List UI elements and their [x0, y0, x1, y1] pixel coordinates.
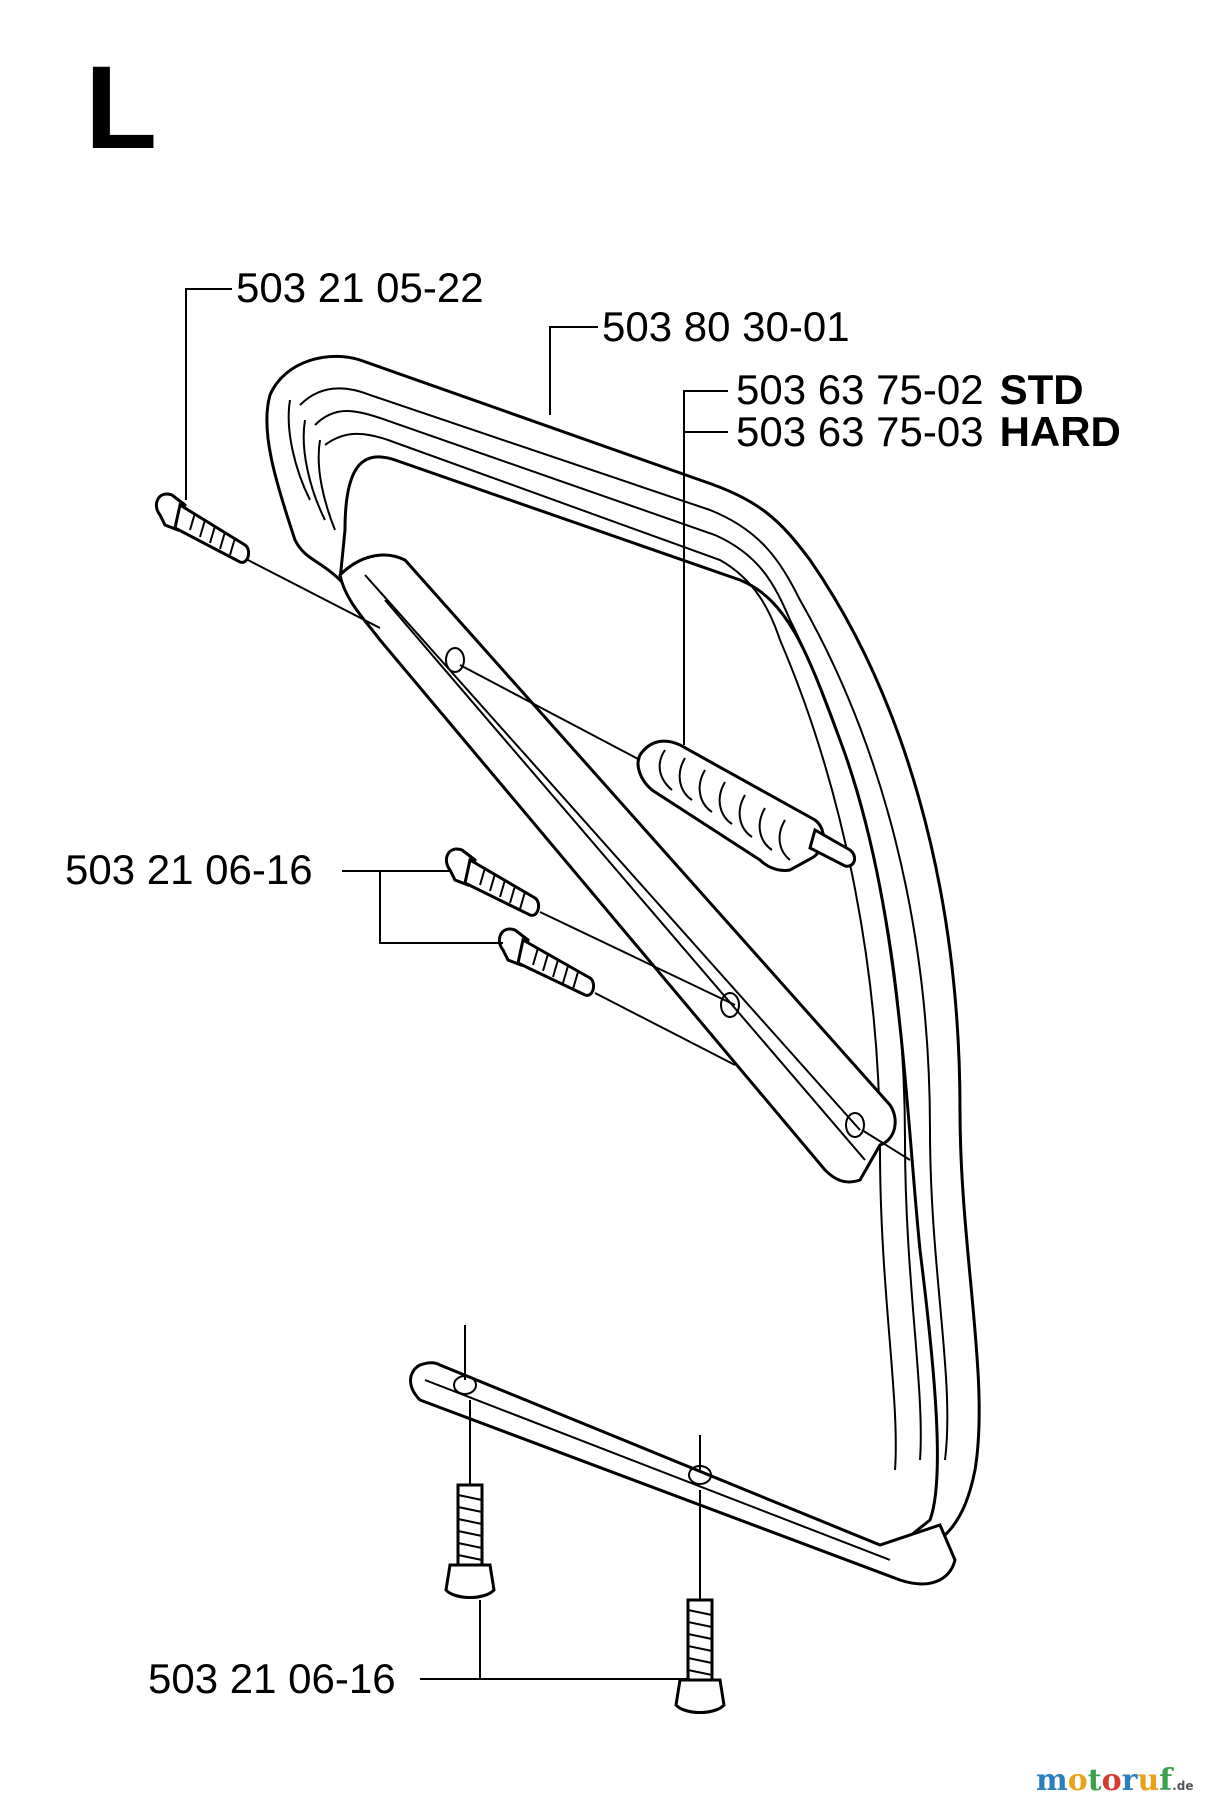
watermark-letter: u	[1137, 1763, 1159, 1798]
screw-middle-lower	[498, 927, 596, 997]
watermark-letter: r	[1122, 1763, 1139, 1798]
screw-middle-upper	[445, 847, 541, 917]
damper-hard-number: 503 63 75-03	[736, 408, 984, 455]
watermark-letter: o	[1068, 1763, 1088, 1798]
callout-handle: 503 80 30-01	[602, 303, 850, 350]
watermark-logo: motoruf.de	[1036, 1763, 1193, 1798]
assembly-lines	[247, 559, 911, 1600]
callout-damper-std: 503 63 75-02 STD	[736, 366, 1084, 413]
callout-screws-bottom: 503 21 06-16	[148, 1655, 396, 1702]
anti-vibration-damper	[636, 739, 857, 872]
watermark-letter: m	[1036, 1763, 1068, 1798]
callout-screws-middle: 503 21 06-16	[65, 846, 313, 893]
callout-damper-hard: 503 63 75-03 HARD	[736, 408, 1121, 455]
screw-bottom-right	[674, 1598, 726, 1714]
leader-lines	[185, 288, 728, 1680]
callout-screw-top: 503 21 05-22	[236, 264, 484, 311]
damper-hard-grade: HARD	[1000, 408, 1121, 455]
watermark-letter: f	[1159, 1763, 1174, 1798]
watermark-letter: t	[1088, 1763, 1102, 1798]
page-letter: L	[85, 42, 157, 174]
front-handle	[265, 354, 981, 1586]
watermark-suffix: .de	[1172, 1779, 1193, 1793]
damper-std-grade: STD	[1000, 366, 1084, 413]
watermark-letter: o	[1102, 1763, 1122, 1798]
damper-std-number: 503 63 75-02	[736, 366, 984, 413]
screw-top-left	[155, 492, 251, 564]
screw-bottom-left	[444, 1483, 496, 1599]
